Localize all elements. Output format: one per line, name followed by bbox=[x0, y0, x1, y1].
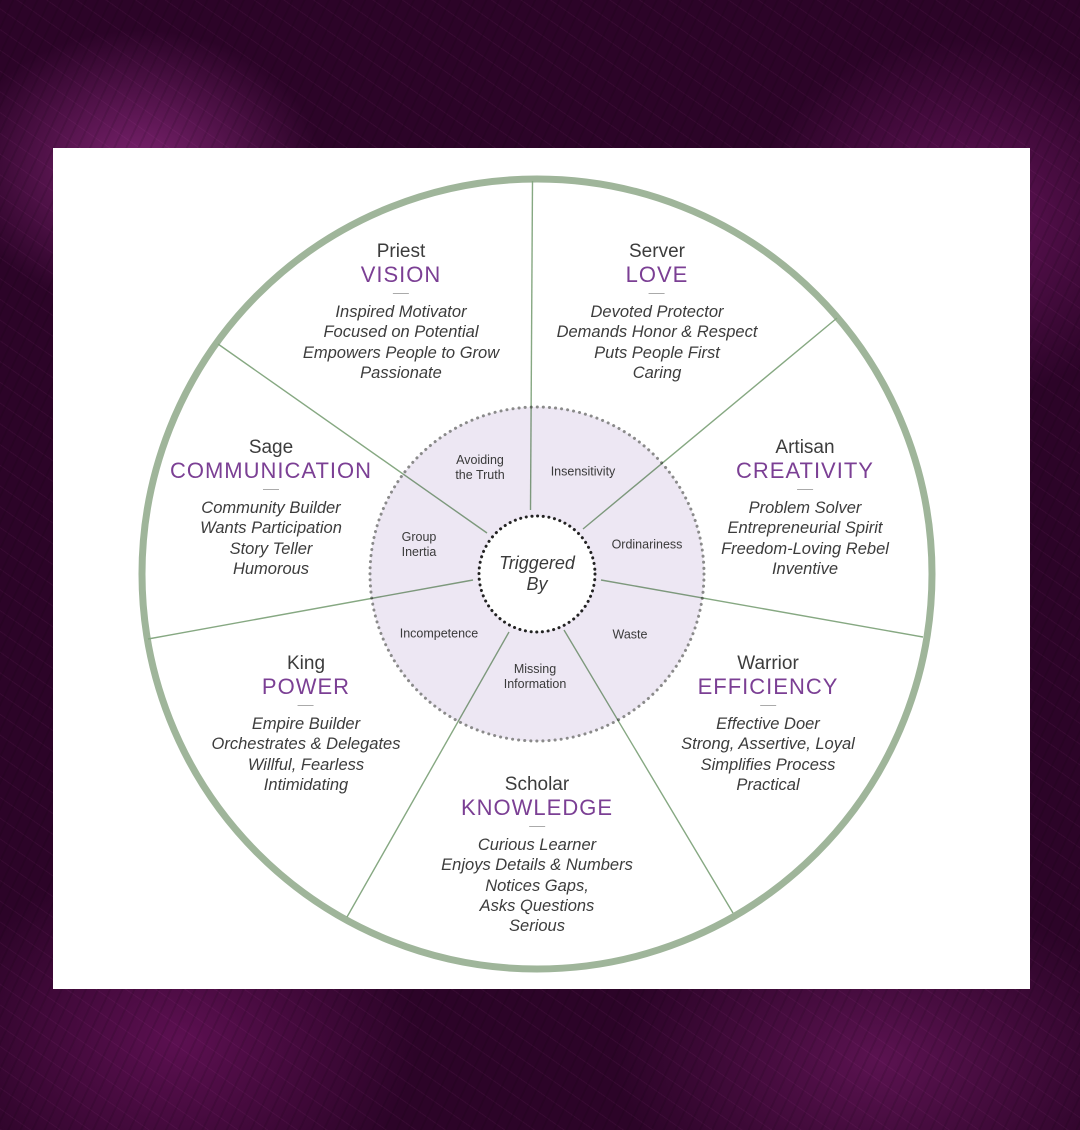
trait: Devoted Protector bbox=[590, 303, 724, 321]
value-label: COMMUNICATION bbox=[169, 458, 373, 483]
trigger-line: Missing bbox=[513, 662, 557, 676]
trait: Focused on Potential bbox=[323, 323, 479, 342]
divider-dash bbox=[263, 489, 279, 490]
center-circle bbox=[477, 514, 597, 634]
trait: Enjoys Details & Numbers bbox=[441, 856, 633, 875]
value-label: VISION bbox=[360, 262, 442, 287]
segment-server: Server LOVE Devoted Protector Demands Ho… bbox=[557, 241, 758, 383]
divider-dash bbox=[297, 705, 314, 706]
trait: Story Teller bbox=[229, 539, 313, 558]
segment-king: King POWER Empire Builder Orchestrates &… bbox=[212, 653, 401, 795]
trigger-ordinariness: Ordinariness bbox=[612, 538, 683, 553]
divider-dash bbox=[529, 826, 545, 827]
trigger-line: Inertia bbox=[401, 545, 437, 559]
value-label: CREATIVITY bbox=[736, 458, 874, 483]
segment-scholar: Scholar KNOWLEDGE Curious Learner Enjoys… bbox=[441, 774, 633, 936]
trait: Orchestrates & Delegates bbox=[211, 735, 401, 754]
trait: Serious bbox=[509, 917, 565, 936]
trigger-waste: Waste bbox=[613, 628, 648, 643]
center-label: Triggered By bbox=[482, 553, 592, 595]
trait: Passionate bbox=[360, 363, 442, 382]
trait: Wants Participation bbox=[200, 519, 342, 538]
trigger-incompetence: Incompetence bbox=[400, 627, 479, 642]
trait: Practical bbox=[736, 775, 800, 794]
diagram-card: Priest VISION Inspired Motivator Focused… bbox=[53, 148, 1030, 989]
trigger-line: Waste bbox=[612, 627, 648, 642]
role-label: Warrior bbox=[737, 653, 799, 674]
trigger-line: Avoiding bbox=[456, 453, 504, 467]
trait: Humorous bbox=[232, 559, 310, 578]
trigger-line: Insensitivity bbox=[550, 464, 616, 479]
segment-priest: Priest VISION Inspired Motivator Focused… bbox=[303, 241, 499, 383]
trait: Entrepreneurial Spirit bbox=[727, 519, 883, 538]
trigger-insensitivity: Insensitivity bbox=[551, 465, 616, 480]
trigger-line: Incompetence bbox=[399, 626, 479, 641]
role-label: Server bbox=[629, 241, 685, 262]
trigger-line: Group bbox=[401, 530, 437, 544]
trait: Curious Learner bbox=[477, 836, 597, 854]
role-label: Priest bbox=[376, 241, 426, 262]
trait: Puts People First bbox=[594, 343, 720, 362]
center-line: By bbox=[526, 574, 548, 594]
role-label: Artisan bbox=[775, 437, 835, 458]
personality-wheel bbox=[138, 175, 936, 973]
divider-dash bbox=[797, 489, 813, 490]
trait: Intimidating bbox=[263, 775, 349, 794]
role-label: Sage bbox=[248, 437, 294, 458]
trait: Simplifies Process bbox=[700, 755, 836, 774]
trait: Demands Honor & Respect bbox=[556, 323, 758, 342]
trait: Asks Questions bbox=[479, 896, 595, 915]
trait: Problem Solver bbox=[748, 499, 862, 517]
value-label: KNOWLEDGE bbox=[460, 795, 614, 820]
value-label: EFFICIENCY bbox=[697, 674, 839, 699]
trait: Strong, Assertive, Loyal bbox=[681, 735, 855, 754]
trait: Caring bbox=[632, 363, 682, 382]
trigger-avoiding-the-truth: Avoiding the Truth bbox=[455, 453, 504, 483]
trait: Effective Doer bbox=[716, 715, 820, 733]
segment-warrior: Warrior EFFICIENCY Effective Doer Strong… bbox=[681, 653, 855, 795]
trait: Inventive bbox=[771, 559, 839, 578]
trait: Empowers People to Grow bbox=[302, 343, 500, 362]
trigger-group-inertia: Group Inertia bbox=[402, 530, 437, 560]
divider-dash bbox=[759, 705, 776, 706]
trait: Notices Gaps, bbox=[485, 876, 589, 895]
divider-dash bbox=[648, 293, 665, 294]
role-label: Scholar bbox=[504, 774, 570, 795]
segment-artisan: Artisan CREATIVITY Problem Solver Entrep… bbox=[721, 437, 889, 579]
role-label: King bbox=[286, 653, 326, 674]
trait: Empire Builder bbox=[251, 715, 361, 733]
value-label: LOVE bbox=[625, 262, 689, 287]
trigger-line: Ordinariness bbox=[611, 537, 683, 552]
value-label: POWER bbox=[261, 674, 351, 699]
center-line: Triggered bbox=[499, 553, 575, 573]
trait: Community Builder bbox=[201, 499, 341, 517]
trigger-missing-information: Missing Information bbox=[504, 662, 567, 692]
trait: Freedom-Loving Rebel bbox=[721, 539, 889, 558]
trigger-line: Information bbox=[503, 677, 567, 691]
segment-sage: Sage COMMUNICATION Community Builder Wan… bbox=[170, 437, 372, 579]
divider-dash bbox=[392, 293, 409, 294]
trigger-line: the Truth bbox=[455, 468, 505, 482]
trait: Inspired Motivator bbox=[335, 303, 467, 321]
trait: Willful, Fearless bbox=[247, 755, 365, 774]
